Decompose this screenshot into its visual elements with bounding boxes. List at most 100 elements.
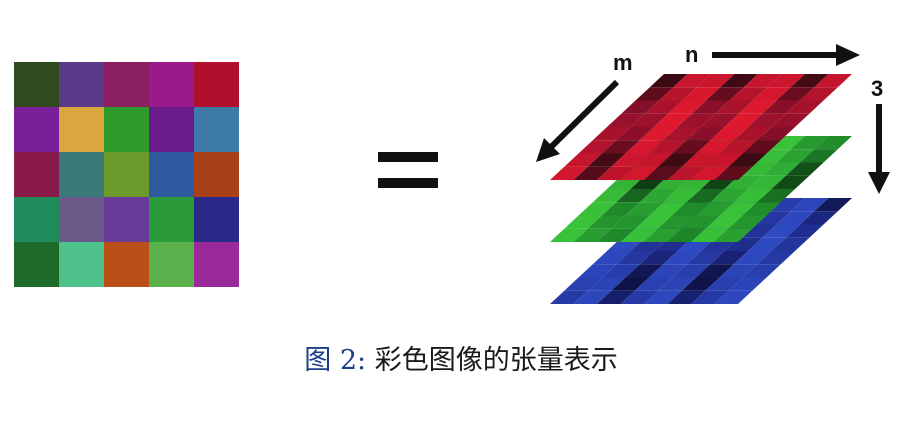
layer-cell <box>592 251 631 265</box>
layer-cell <box>611 215 649 229</box>
layer-cell <box>663 189 701 203</box>
layer-cell <box>767 136 805 150</box>
layer-cell <box>720 74 758 88</box>
grid-cell <box>14 197 59 242</box>
layer-cell <box>635 87 674 101</box>
grid-cell <box>14 152 59 197</box>
layer-cell <box>729 87 768 101</box>
layer-cell <box>667 228 706 242</box>
grid-cell <box>59 62 104 107</box>
layer-cell <box>659 87 697 101</box>
grid-cell <box>104 107 149 152</box>
layer-cell <box>790 74 829 88</box>
layer-cell <box>602 264 640 278</box>
layer-cell <box>602 140 640 154</box>
grid-cell <box>149 62 194 107</box>
grid-cell <box>104 197 149 242</box>
layer-cell <box>714 228 753 242</box>
grid-cell <box>59 107 104 152</box>
layer-cell <box>691 166 729 180</box>
layer-cell <box>564 215 602 229</box>
layer-cell <box>602 202 640 216</box>
layer-cell <box>748 113 786 127</box>
layer-cell <box>719 264 758 278</box>
layer-cell <box>686 127 725 141</box>
red-channel-layer <box>550 74 852 180</box>
grid-cell <box>14 107 59 152</box>
grid-cell <box>194 152 239 197</box>
layer-cell <box>573 290 612 304</box>
layer-cell <box>654 113 692 127</box>
grid-cell <box>194 197 239 242</box>
layer-cell <box>701 113 739 127</box>
channel-layers-stack <box>550 74 852 304</box>
layer-cell <box>667 166 706 180</box>
layer-cell <box>705 153 743 167</box>
layer-cell <box>616 251 654 265</box>
layer-cell <box>776 149 815 163</box>
layer-cell <box>706 87 744 101</box>
grid-cell <box>59 197 104 242</box>
layer-cell <box>753 149 791 163</box>
channel-axis-label: 3 <box>871 76 883 101</box>
layer-cell <box>550 166 588 180</box>
layer-cell <box>814 74 852 88</box>
layer-cell <box>790 136 829 150</box>
layer-cell <box>785 100 824 114</box>
layer-cell <box>724 113 763 127</box>
layer-cell <box>728 215 767 229</box>
layer-cell <box>776 211 815 225</box>
layer-cell <box>790 198 829 212</box>
layer-cell <box>649 74 688 88</box>
layer-cell <box>673 74 711 88</box>
layer-cell <box>733 189 772 203</box>
layer-cell <box>597 166 635 180</box>
layer-cell <box>714 166 753 180</box>
layer-cell <box>748 175 786 189</box>
grid-cell <box>149 242 194 287</box>
equals-sign <box>378 152 438 188</box>
layer-cell <box>691 100 730 114</box>
layer-cell <box>719 202 758 216</box>
layer-cell <box>620 166 659 180</box>
layer-cell <box>724 175 763 189</box>
layer-cell <box>738 100 777 114</box>
layer-cell <box>672 202 711 216</box>
layer-cell <box>681 277 720 291</box>
m-axis-label: m <box>613 50 633 75</box>
layer-cell <box>696 140 734 154</box>
layer-cell <box>649 202 687 216</box>
layer-cell <box>733 127 772 141</box>
grid-cell <box>104 152 149 197</box>
caption-label: 图 2: <box>304 345 367 376</box>
layer-cell <box>771 237 810 251</box>
layer-cell <box>800 87 838 101</box>
layer-cell <box>728 153 767 167</box>
layer-cell <box>696 202 734 216</box>
layer-cell <box>743 264 781 278</box>
layer-cell <box>738 224 777 238</box>
layer-cell <box>658 277 696 291</box>
layer-cell <box>663 251 701 265</box>
layer-cell <box>634 153 673 167</box>
layer-cell <box>658 215 696 229</box>
layer-cell <box>597 290 635 304</box>
layer-cell <box>686 189 725 203</box>
layer-cell <box>728 277 767 291</box>
layer-cell <box>743 140 781 154</box>
layer-cell <box>634 277 673 291</box>
layer-cell <box>625 202 664 216</box>
layer-cell <box>620 290 659 304</box>
grid-cell <box>104 62 149 107</box>
layer-cell <box>616 189 654 203</box>
grid-cell <box>149 197 194 242</box>
color-image-grid <box>14 62 239 287</box>
layer-cell <box>814 198 852 212</box>
layer-cell <box>715 100 753 114</box>
layer-cell <box>691 228 729 242</box>
layer-cell <box>800 149 838 163</box>
layer-cell <box>738 162 777 176</box>
layer-cell <box>710 189 748 203</box>
layer-cell <box>710 127 748 141</box>
layer-cell <box>625 140 664 154</box>
